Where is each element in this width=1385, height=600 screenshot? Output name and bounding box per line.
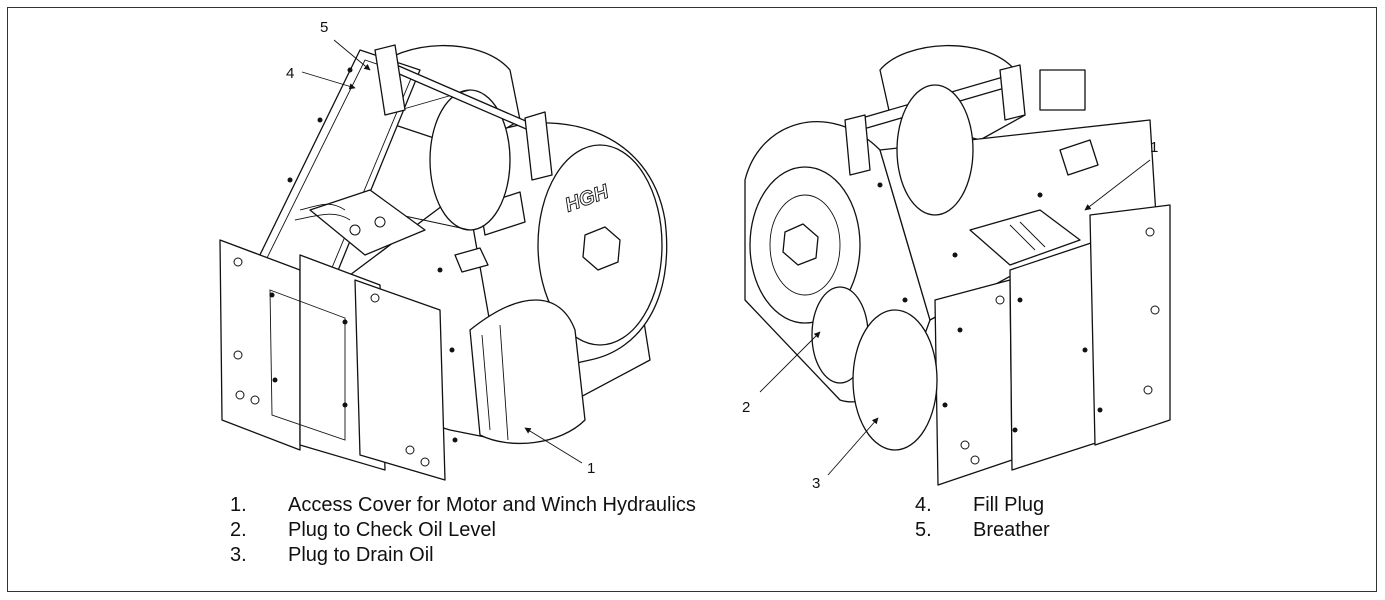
legend-item-3: 3. Plug to Drain Oil	[230, 543, 696, 568]
legend-item-1: 1. Access Cover for Motor and Winch Hydr…	[230, 493, 696, 518]
figure-border	[7, 7, 1377, 592]
legend-number: 5.	[915, 519, 932, 541]
legend-number: 1.	[230, 494, 247, 516]
left-callout-4: 4	[286, 65, 294, 82]
right-callout-1: 1	[1150, 139, 1158, 156]
legend-number: 3.	[230, 544, 247, 566]
right-callout-3: 3	[812, 475, 820, 492]
legend-item-2: 2. Plug to Check Oil Level	[230, 518, 696, 543]
legend-text: Access Cover for Motor and Winch Hydraul…	[288, 494, 696, 516]
legend-column-1: 1. Access Cover for Motor and Winch Hydr…	[230, 493, 696, 568]
left-callout-1: 1	[587, 460, 595, 477]
legend-text: Plug to Check Oil Level	[288, 519, 496, 541]
legend-text: Plug to Drain Oil	[288, 544, 434, 566]
legend-text: Breather	[973, 519, 1050, 541]
legend-item-4: 4. Fill Plug	[915, 493, 1050, 518]
legend-item-5: 5. Breather	[915, 518, 1050, 543]
left-callout-5: 5	[320, 19, 328, 36]
legend-text: Fill Plug	[973, 494, 1045, 516]
right-winch-drawing	[744, 44, 1171, 486]
right-callout-2: 2	[742, 399, 750, 416]
legend-column-2: 4. Fill Plug 5. Breather	[915, 493, 1050, 543]
legend-number: 4.	[915, 494, 932, 516]
left-winch-drawing	[219, 44, 668, 481]
legend-number: 2.	[230, 519, 247, 541]
